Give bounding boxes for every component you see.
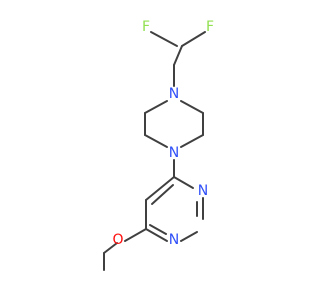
bond-f1-c [150, 31, 178, 47]
atom-f1: F [142, 19, 150, 35]
bond-pyr-n1-c6 [145, 228, 168, 242]
atom-n-piperazine-bottom: N [169, 145, 179, 161]
bond-c-f2 [181, 31, 206, 47]
atom-n-pyrimidine-1: N [169, 232, 179, 248]
bond-pyr-c2-n1 [180, 231, 198, 242]
bond-pip-6 [180, 100, 204, 114]
atom-f2: F [206, 19, 214, 35]
bonds [103, 31, 206, 271]
bond-chf2-ch2 [173, 45, 183, 66]
bond-pip-4 [180, 134, 204, 148]
bond-pyr-c4-n3 [173, 176, 194, 189]
bond-pip-3 [144, 134, 168, 148]
atom-n-piperazine-top: N [169, 86, 179, 102]
bond-o-ch2 [103, 242, 118, 254]
bond-pyr-c5-c4-double [151, 184, 174, 205]
molecule-canvas: F F N N N N O [103, 19, 215, 271]
bond-pip-1 [144, 100, 168, 114]
atom-n-pyrimidine-3: N [198, 183, 208, 199]
bond-pyr-c5-c4 [145, 176, 175, 201]
atom-o-ether: O [112, 232, 123, 248]
bond-c6-o [124, 228, 147, 242]
atom-labels: F F N N N N O [112, 19, 214, 248]
molecule-structure: F F N N N N O [103, 19, 214, 271]
bond-pyr-n1-c6-double [149, 224, 167, 235]
